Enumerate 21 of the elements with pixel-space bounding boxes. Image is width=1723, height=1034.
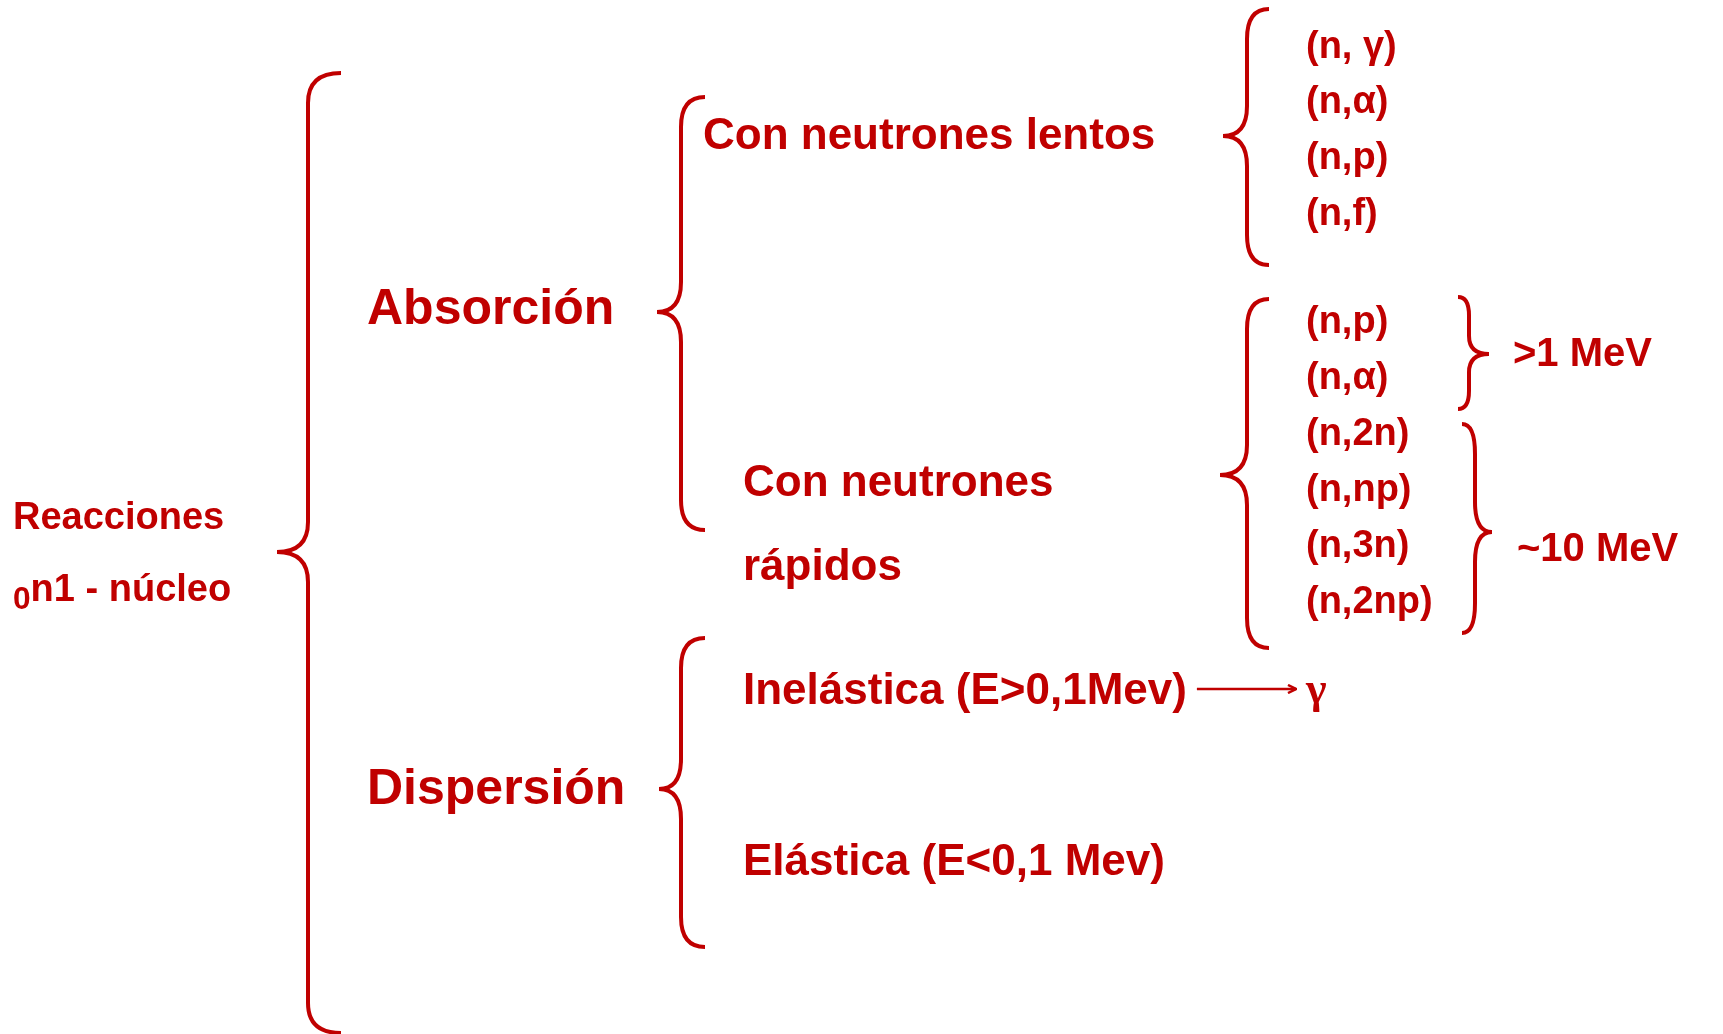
reaction-label: (n,2n)	[1306, 410, 1410, 456]
reaction-label: (n,3n)	[1306, 522, 1410, 568]
category-label: Con neutrones lentos	[703, 108, 1156, 161]
category-label: Con neutrones rápidos	[743, 455, 1055, 591]
reaction-label: (n, γ)	[1306, 23, 1397, 69]
reaction-label: (n,f)	[1306, 190, 1378, 236]
arrow	[1196, 683, 1298, 695]
category-label: Absorción	[367, 278, 615, 338]
category-label: Dispersión	[367, 758, 626, 818]
reaction-label: (n,np)	[1306, 466, 1412, 512]
reaction-label: (n,p)	[1306, 298, 1389, 344]
reaction-label: Inelástica (E>0,1Mev)	[743, 659, 1187, 719]
product-symbol: γ	[1306, 659, 1327, 719]
energy-label: >1 MeV	[1513, 329, 1652, 376]
reaction-label: (n,2np)	[1306, 578, 1433, 624]
reaction-label: (n,p)	[1306, 134, 1389, 180]
reaction-label: (n,α)	[1306, 354, 1389, 400]
category-label: Elástica (E<0,1 Mev)	[743, 834, 1165, 887]
energy-label: ~10 MeV	[1517, 524, 1679, 571]
reaction-label: (n,α)	[1306, 78, 1389, 124]
title-label: Reacciones $_{0}$n1 - núcleo	[13, 493, 233, 619]
